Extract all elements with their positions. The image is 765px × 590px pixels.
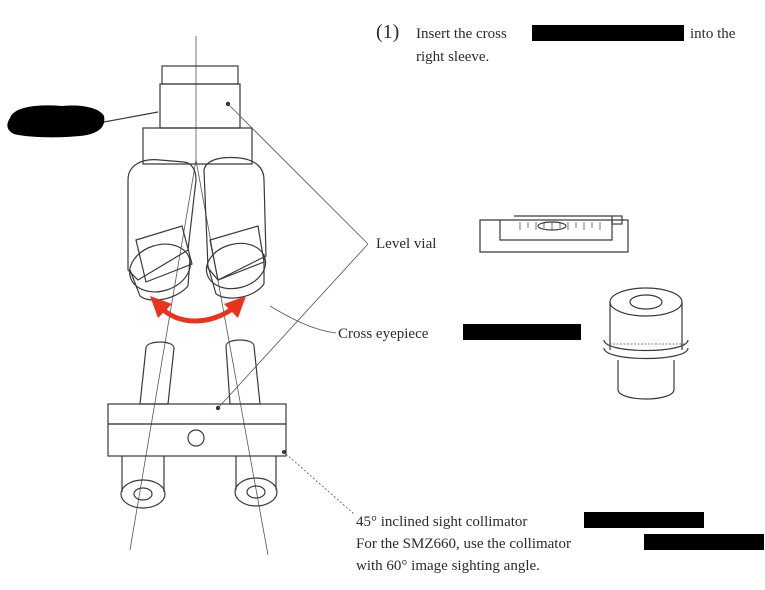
step-number: (1) — [376, 21, 399, 43]
step-text-line1-end: into the — [690, 26, 736, 42]
step-text-line1-start: Insert the cross — [416, 26, 507, 42]
redaction-bar-caption-1 — [584, 512, 704, 528]
step-text-line2: right sleeve. — [416, 49, 489, 65]
left-eyepiece-sleeve — [127, 159, 197, 301]
label-level-vial: Level vial — [376, 236, 436, 252]
redaction-bar-caption-2 — [644, 534, 764, 550]
cross-eyepiece-illustration — [603, 287, 689, 400]
label-cross-eyepiece: Cross eyepiece — [338, 326, 429, 342]
collimator-tubes — [120, 456, 278, 509]
caption-line3: with 60° image sighting angle. — [356, 558, 540, 574]
collimator-caption: 45° inclined sight collimator For the SM… — [356, 512, 764, 574]
redaction-bar-cross-eyepiece — [463, 324, 581, 340]
optical-axis-lines — [129, 36, 269, 556]
leader-lines — [217, 103, 369, 515]
right-eyepiece-sleeve — [203, 156, 267, 299]
level-vial-illustration — [479, 215, 629, 253]
redaction-bar-step — [532, 25, 684, 41]
sight-collimator — [107, 403, 287, 457]
instruction-step: (1) Insert the cross into the right slee… — [376, 21, 736, 65]
redaction-blob — [7, 105, 105, 138]
caption-line2: For the SMZ660, use the collimator — [356, 536, 571, 552]
caption-line1: 45° inclined sight collimator — [356, 514, 527, 530]
rotation-arrow — [150, 296, 246, 324]
body-tube — [142, 65, 253, 165]
support-columns — [139, 339, 261, 405]
label-leader-line — [103, 111, 159, 123]
